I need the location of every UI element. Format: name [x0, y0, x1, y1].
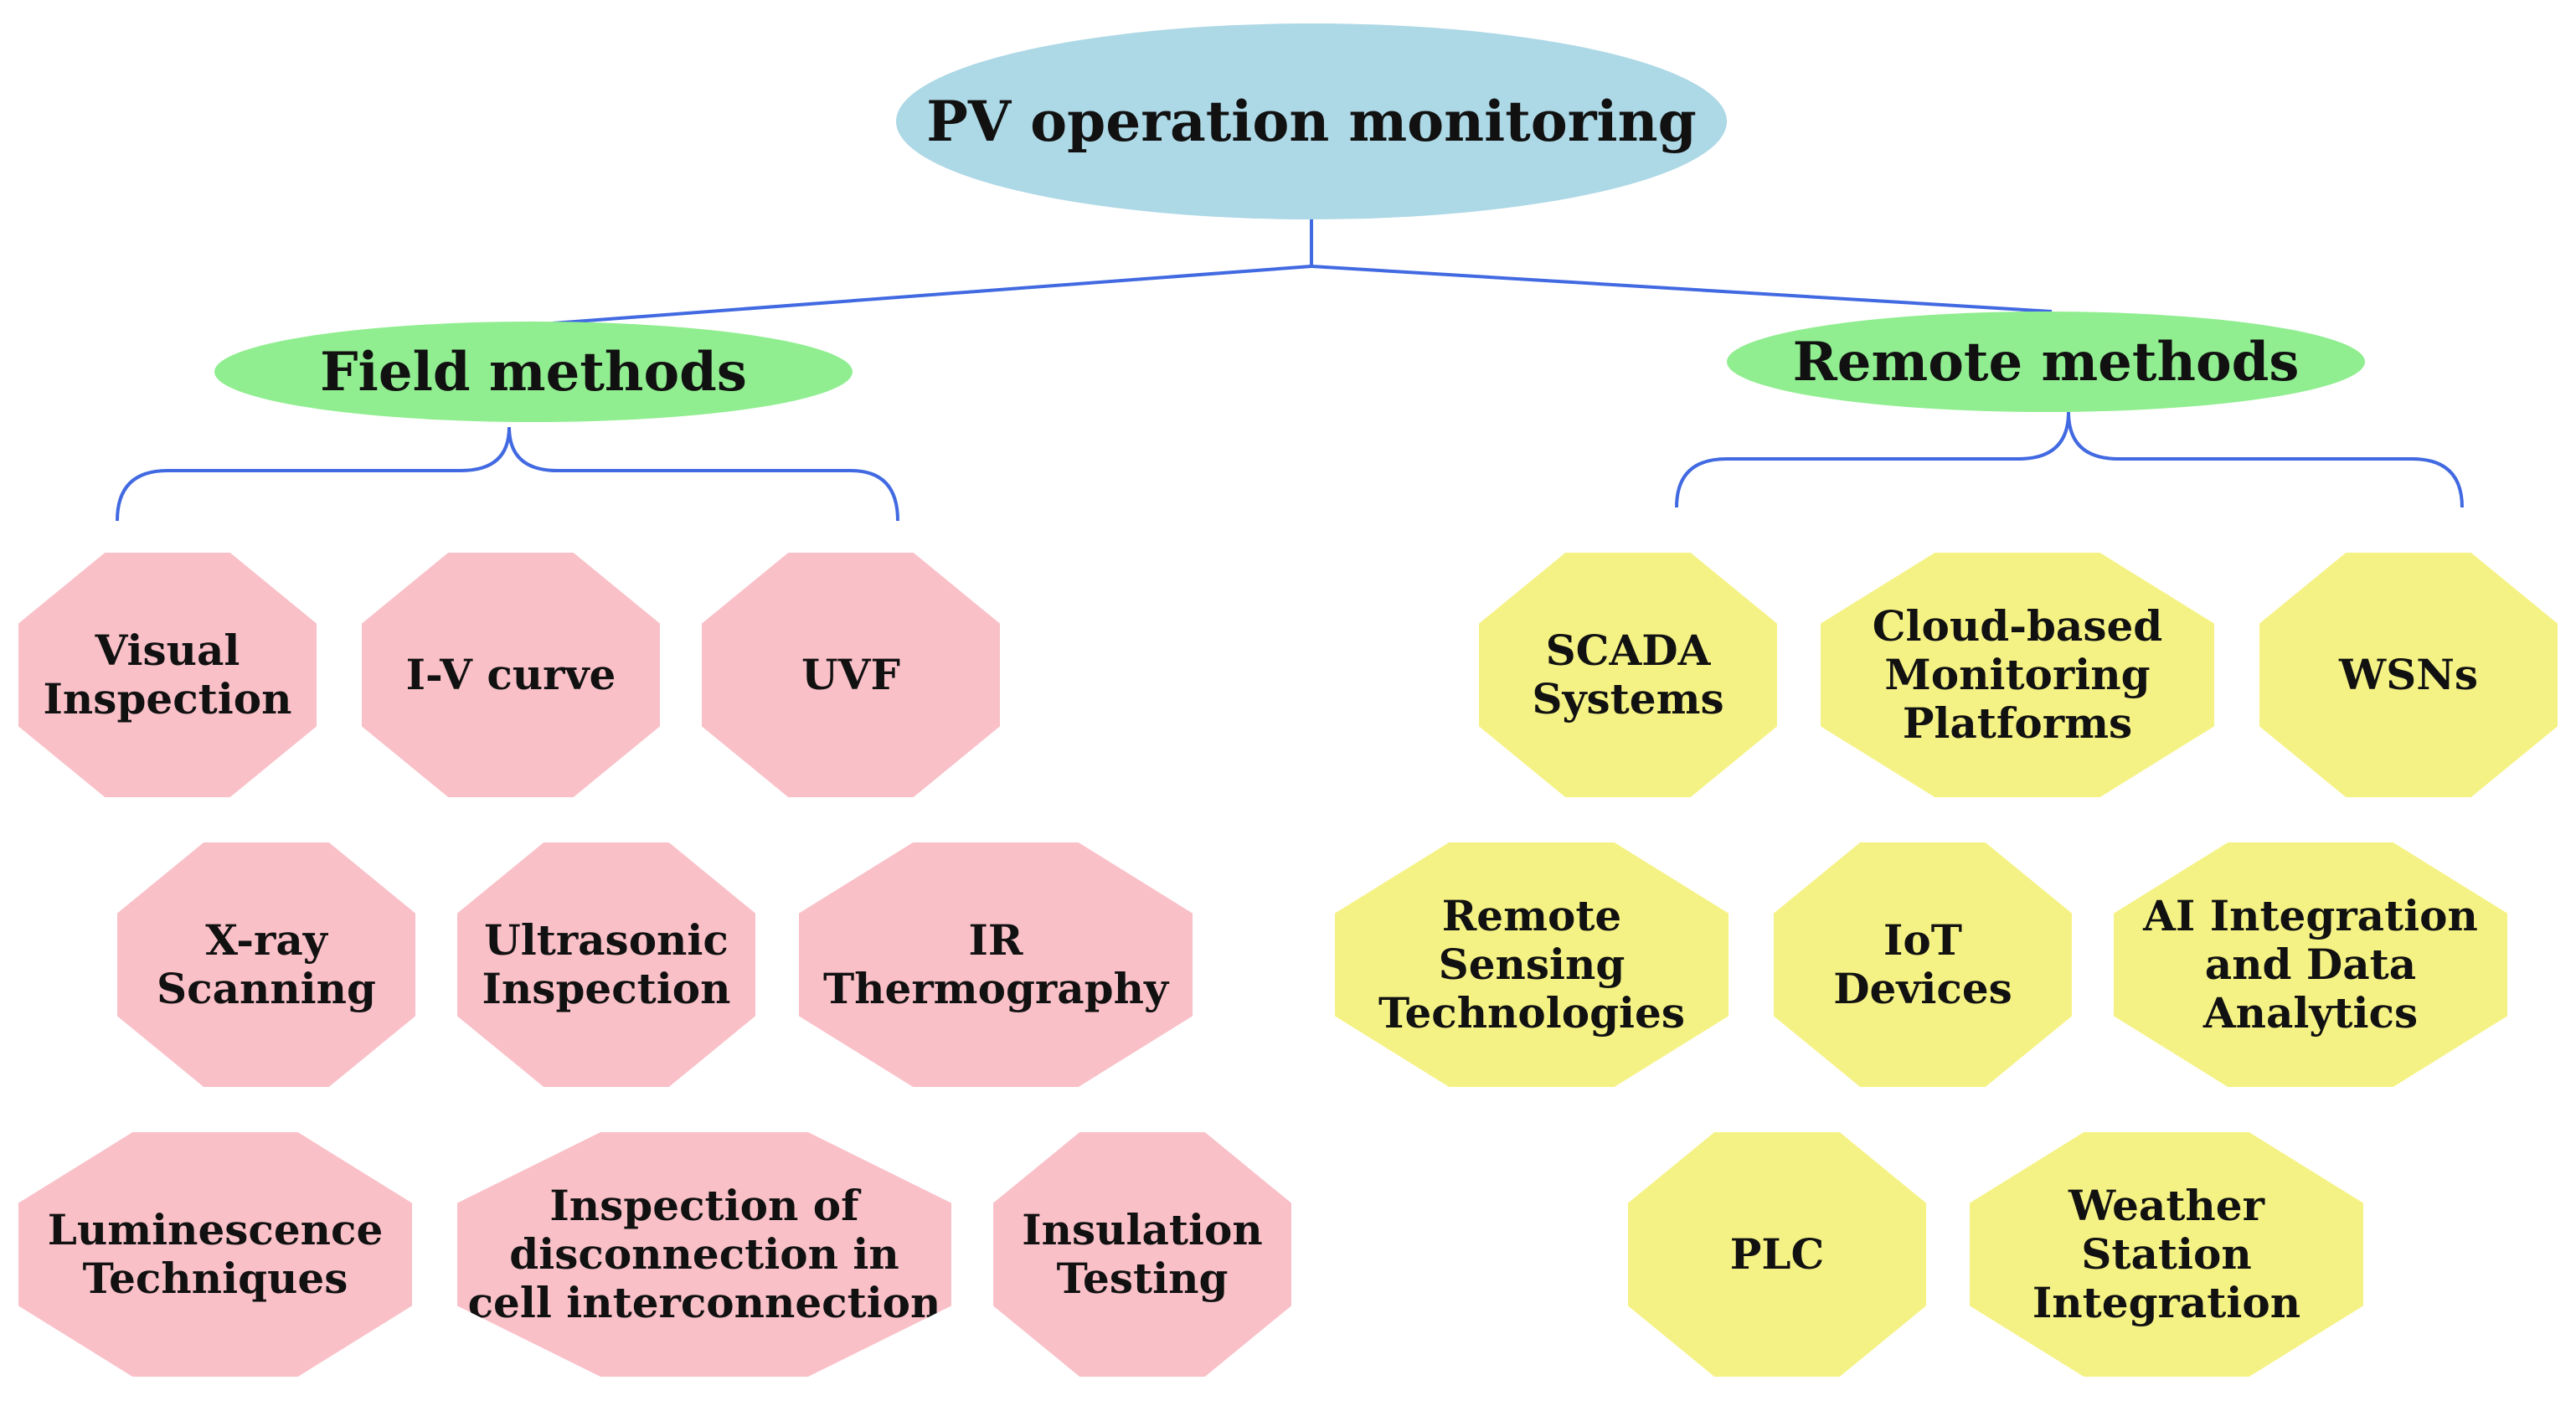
field-node-ir-thermography: IR Thermography [799, 842, 1193, 1087]
remote-node-plc: PLC [1628, 1132, 1926, 1377]
field-node-visual-inspection: Visual Inspection [18, 553, 317, 797]
remote-node-remote-sensing: Remote Sensing Technologies [1335, 842, 1728, 1087]
field-node-luminescence-techniques: Luminescence Techniques [18, 1132, 412, 1377]
field-brace [116, 426, 899, 522]
field-node-ultrasonic-inspection: Ultrasonic Inspection [457, 842, 755, 1087]
remote-node-cloud-platforms: Cloud-based Monitoring Platforms [1821, 553, 2214, 797]
field-methods-node: Field methods [214, 322, 853, 422]
remote-node-ai-integration: AI Integration and Data Analytics [2114, 842, 2507, 1087]
field-node-uvf: UVF [702, 553, 1000, 797]
field-node-insulation-testing: Insulation Testing [993, 1132, 1291, 1377]
remote-node-iot-devices: IoT Devices [1774, 842, 2072, 1087]
remote-methods-node: Remote methods [1727, 312, 2365, 412]
field-node-xray-scanning: X-ray Scanning [117, 842, 415, 1087]
field-node-iv-curve: I-V curve [362, 553, 660, 797]
remote-node-scada-systems: SCADA Systems [1479, 553, 1777, 797]
root-to-field-line [552, 265, 1312, 325]
remote-brace [1675, 411, 2464, 508]
field-node-disconnection-inspection: Inspection of disconnection in cell inte… [457, 1132, 951, 1377]
remote-node-wsns: WSNs [2259, 553, 2558, 797]
root-node: PV operation monitoring [896, 23, 1727, 219]
root-to-remote-line [1311, 265, 2053, 313]
remote-node-weather-station: Weather Station Integration [1970, 1132, 2363, 1377]
